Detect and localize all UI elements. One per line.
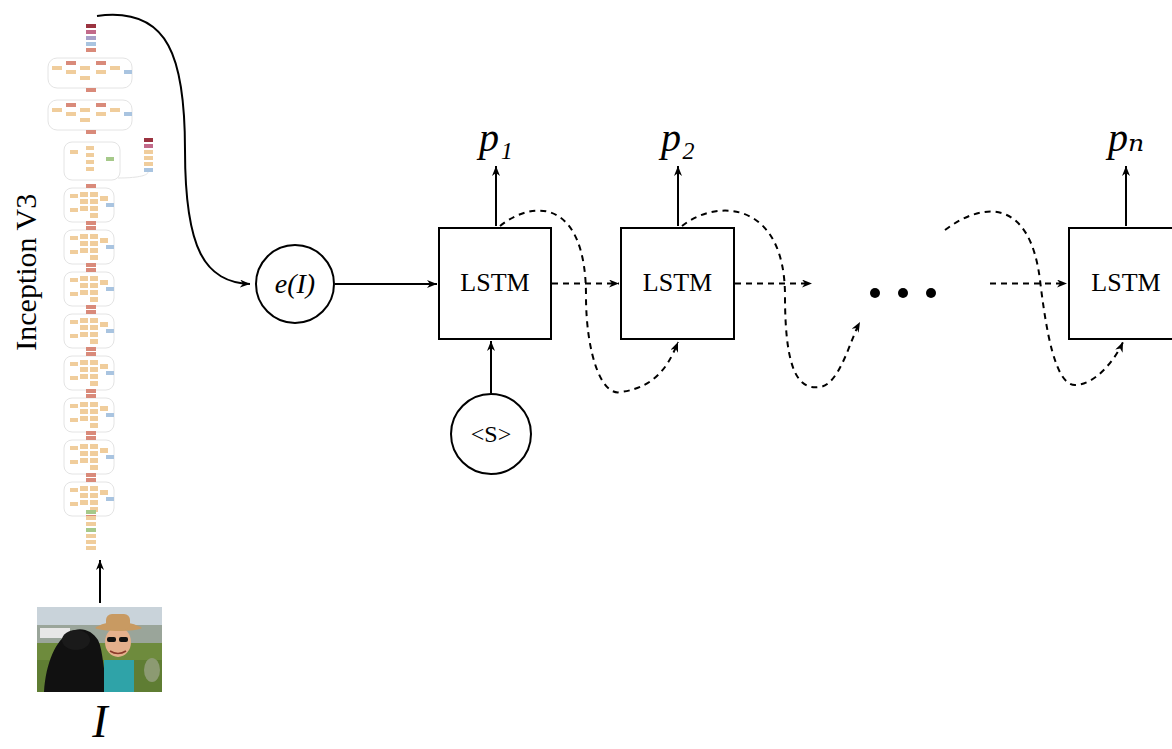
input-connector [490, 341, 492, 393]
output-label: p₁ [479, 115, 513, 161]
photo [37, 607, 162, 692]
network-name: Inception V3 [9, 194, 44, 351]
input-connector [335, 283, 437, 285]
recurrent-connector [990, 283, 1067, 285]
image-label: I [92, 696, 107, 749]
circle-outline-shape [256, 245, 334, 323]
output-label: pₙ [1108, 115, 1144, 161]
node-text: <S> [471, 421, 511, 447]
recurrent-connector [735, 283, 812, 285]
lstm-box: LSTM [620, 227, 735, 340]
node-text: e(I) [275, 269, 315, 300]
embedding-circle: e(I) [255, 244, 335, 324]
node-text: LSTM [1091, 269, 1160, 298]
node-text: LSTM [643, 269, 712, 298]
output-label: p₂ [661, 115, 695, 161]
token-circle: <S> [450, 393, 532, 475]
lstm-box: LSTM [438, 227, 552, 340]
node-text: LSTM [460, 269, 529, 298]
circle-outline-shape [451, 394, 531, 474]
lstm-box: LSTM [1068, 227, 1172, 340]
